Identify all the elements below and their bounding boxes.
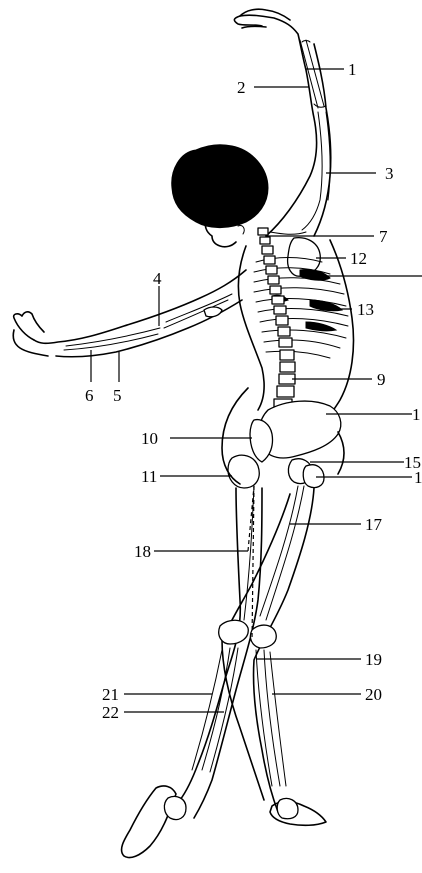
label-4: 4: [153, 269, 162, 288]
label-11: 11: [141, 467, 157, 486]
label-22: 22: [102, 703, 119, 722]
knee-front: [250, 625, 276, 648]
label-5: 5: [113, 386, 122, 405]
tibia-fibula-front: [256, 650, 286, 786]
knee-back: [219, 620, 249, 644]
outstretched-hand: [13, 312, 48, 356]
sacrum: [250, 420, 273, 462]
label-21: 21: [102, 685, 119, 704]
clavicle: [270, 232, 306, 234]
label-20: 20: [365, 685, 382, 704]
foot-back-bones: [164, 796, 186, 819]
label-2: 2: [237, 78, 246, 97]
ear: [238, 226, 244, 234]
label-18: 18: [134, 542, 151, 561]
label-3: 3: [385, 164, 394, 183]
label-19: 19: [365, 650, 382, 669]
ischium: [228, 455, 259, 488]
foot-front-bones: [277, 798, 298, 818]
label-10: 10: [141, 429, 158, 448]
label-1: 1: [348, 60, 357, 79]
label-16-partial: 1: [414, 468, 422, 487]
radius-ulna-raised: [300, 40, 326, 108]
label-14-partial: 1: [412, 405, 421, 424]
label-9: 9: [377, 370, 386, 389]
label-7: 7: [379, 227, 388, 246]
label-12: 12: [350, 249, 367, 268]
foot-back: [122, 786, 176, 858]
dancer-figure: [13, 9, 353, 857]
elbow-joint: [204, 307, 222, 317]
greater-trochanter: [303, 465, 324, 488]
hair: [172, 145, 268, 228]
label-17: 17: [365, 515, 383, 534]
label-13: 13: [357, 300, 374, 319]
label-6: 6: [85, 386, 94, 405]
